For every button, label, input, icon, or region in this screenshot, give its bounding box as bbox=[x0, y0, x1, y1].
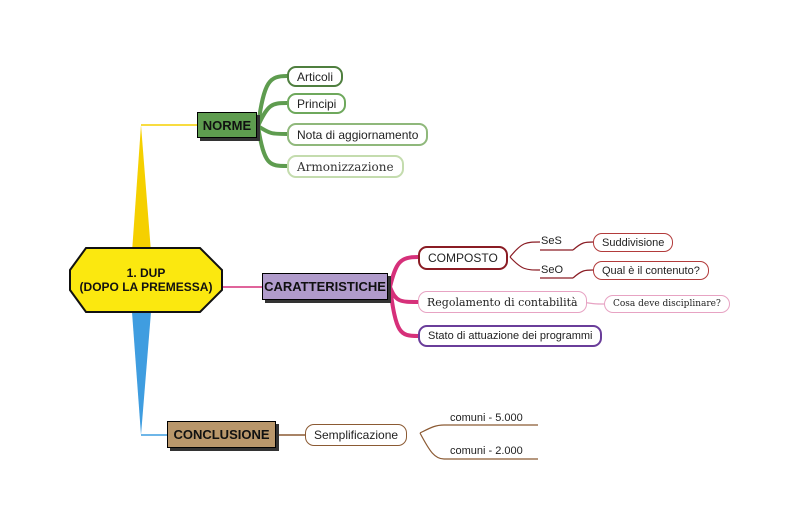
ses-to-suddivisione bbox=[572, 241, 594, 251]
stato-node[interactable]: Stato di attuazione dei programmi bbox=[418, 325, 603, 347]
composto-connector bbox=[509, 241, 541, 271]
suddivisione-node[interactable]: Suddivisione bbox=[593, 233, 674, 252]
composto-node[interactable]: COMPOSTO bbox=[418, 246, 508, 270]
semplificazione-connector bbox=[419, 424, 538, 460]
comuni-5000-label[interactable]: comuni - 5.000 bbox=[450, 411, 523, 424]
comuni-2000-label[interactable]: comuni - 2.000 bbox=[450, 444, 523, 457]
norme-connector bbox=[256, 74, 289, 168]
ses-label[interactable]: SeS bbox=[541, 234, 562, 247]
caratteristiche-connector bbox=[388, 255, 420, 338]
root-shape bbox=[69, 247, 223, 313]
norme-node[interactable]: NORME bbox=[197, 112, 257, 138]
disciplinare-node[interactable]: Cosa deve disciplinare? bbox=[604, 295, 730, 313]
norme-item-principi[interactable]: Principi bbox=[287, 93, 347, 114]
regolamento-node[interactable]: Regolamento di contabilità bbox=[418, 291, 587, 313]
branch-to-norme bbox=[132, 125, 151, 252]
seo-label[interactable]: SeO bbox=[541, 263, 564, 276]
semplificazione-node[interactable]: Semplificazione bbox=[305, 424, 408, 446]
norme-item-armonizzazione[interactable]: Armonizzazione bbox=[287, 155, 404, 178]
contenuto-node[interactable]: Qual è il contenuto? bbox=[593, 261, 709, 280]
branch-to-conclusione bbox=[132, 312, 151, 435]
seo-to-contenuto bbox=[572, 269, 594, 279]
root-node[interactable]: 1. DUP (DOPO LA PREMESSA) bbox=[70, 248, 222, 312]
conclusione-node[interactable]: CONCLUSIONE bbox=[167, 421, 276, 448]
root-title: 1. DUP bbox=[126, 266, 166, 280]
norme-item-articoli[interactable]: Articoli bbox=[287, 66, 344, 87]
root-subtitle: (DOPO LA PREMESSA) bbox=[79, 280, 213, 294]
caratteristiche-node[interactable]: CARATTERISTICHE bbox=[262, 273, 388, 300]
norme-item-nota[interactable]: Nota di aggiornamento bbox=[287, 123, 429, 146]
